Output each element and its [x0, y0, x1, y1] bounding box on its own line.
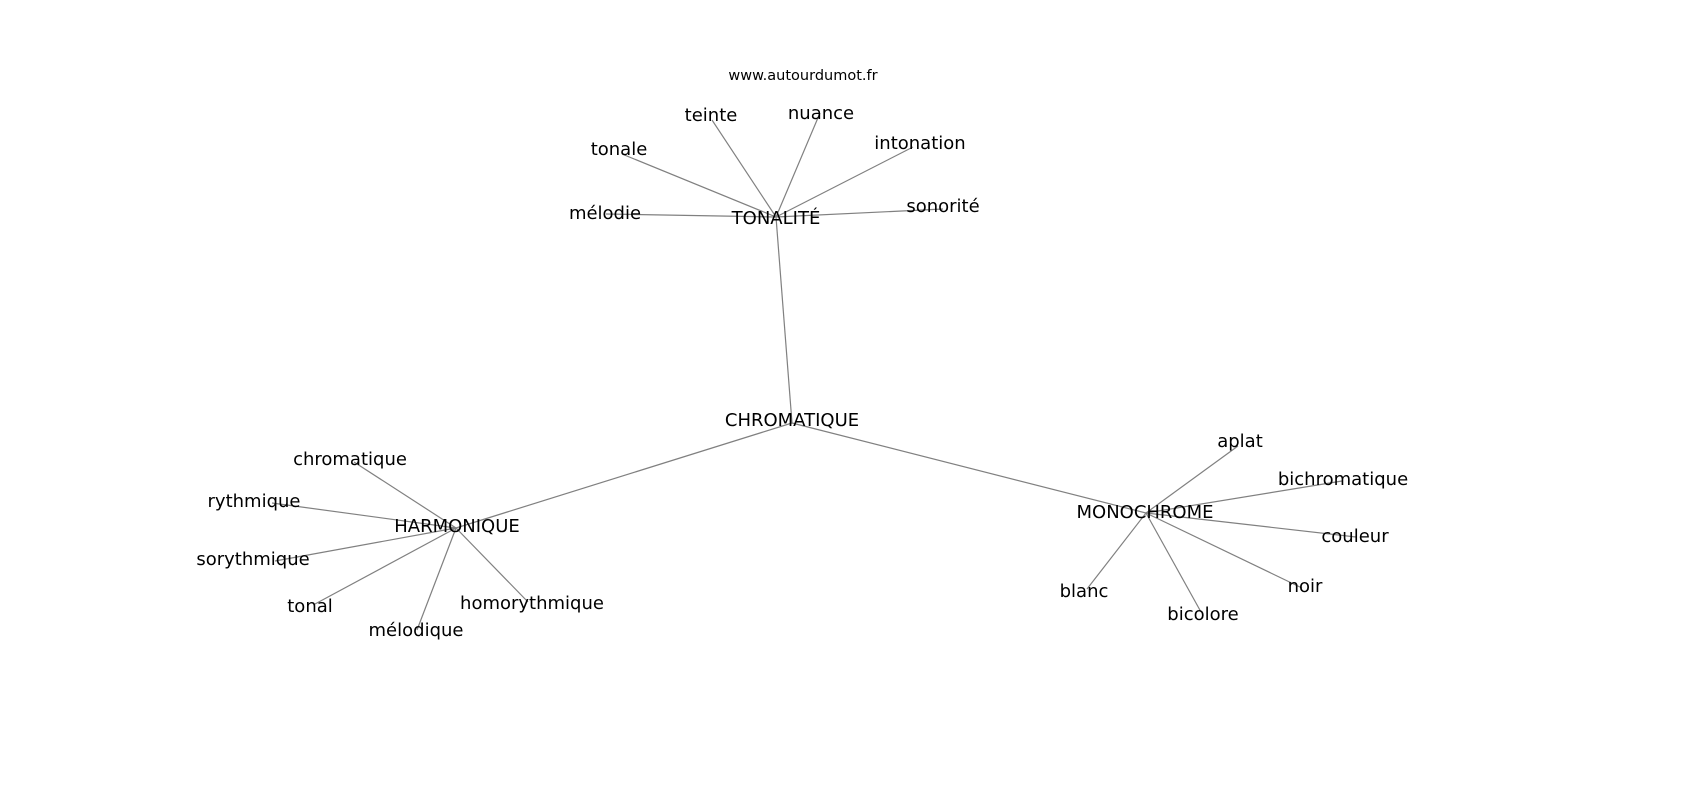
edge-harmonique-sorythmique — [274, 527, 457, 562]
node-bichromatique: bichromatique — [1277, 469, 1409, 490]
node-bicolore: bicolore — [1167, 604, 1239, 625]
edge-harmonique-melodique — [416, 527, 457, 631]
node-intonation: intonation — [874, 133, 966, 154]
edge-monochrome-noir — [1145, 512, 1303, 589]
edge-harmonique-tonal — [314, 527, 457, 605]
edge-chromatique_root-monochrome — [791, 422, 1147, 514]
node-blanc: blanc — [1059, 581, 1109, 602]
node-couleur: couleur — [1321, 526, 1389, 547]
node-tonal: tonal — [287, 596, 333, 617]
edge-tonalite-intonation — [775, 146, 914, 218]
edge-monochrome-aplat — [1145, 445, 1239, 514]
edge-tonalite-tonale — [621, 153, 777, 218]
node-sonorite: sonorité — [906, 196, 980, 217]
edge-chromatique_root-harmonique — [455, 422, 793, 529]
node-noir: noir — [1287, 576, 1323, 597]
edge-monochrome-bichromatique — [1145, 480, 1343, 514]
edge-monochrome-bicolore — [1145, 512, 1202, 613]
edge-tonalite-teinte — [711, 119, 777, 218]
edge-chromatique_root-tonalite — [775, 216, 793, 424]
node-rythmique: rythmique — [207, 491, 301, 512]
node-melodique: mélodique — [368, 620, 464, 641]
node-tonalite: TONALITÉ — [731, 208, 821, 229]
edge-tonalite-melodie — [605, 213, 777, 218]
node-harmonique: HARMONIQUE — [394, 516, 520, 537]
edge-tonalite-sonorite — [775, 208, 944, 218]
node-teinte: teinte — [684, 105, 738, 126]
edge-tonalite-nuance — [775, 112, 821, 218]
edge-harmonique-rythmique — [271, 502, 457, 529]
node-melodie: mélodie — [568, 203, 642, 224]
source-watermark: www.autourdumot.fr — [728, 68, 878, 84]
node-sorythmique: sorythmique — [196, 549, 310, 570]
node-nuance: nuance — [787, 103, 855, 124]
edge-monochrome-blanc — [1086, 512, 1147, 590]
node-homorythmique: homorythmique — [460, 593, 604, 614]
node-chromatique_root: CHROMATIQUE — [724, 410, 860, 431]
edge-monochrome-couleur — [1145, 512, 1357, 538]
node-chromatique: chromatique — [293, 449, 407, 470]
node-tonale: tonale — [590, 139, 648, 160]
node-monochrome: MONOCHROME — [1076, 502, 1214, 523]
edge-harmonique-homorythmique — [455, 527, 529, 603]
edge-harmonique-chromatique — [353, 461, 457, 529]
node-aplat: aplat — [1217, 431, 1263, 452]
